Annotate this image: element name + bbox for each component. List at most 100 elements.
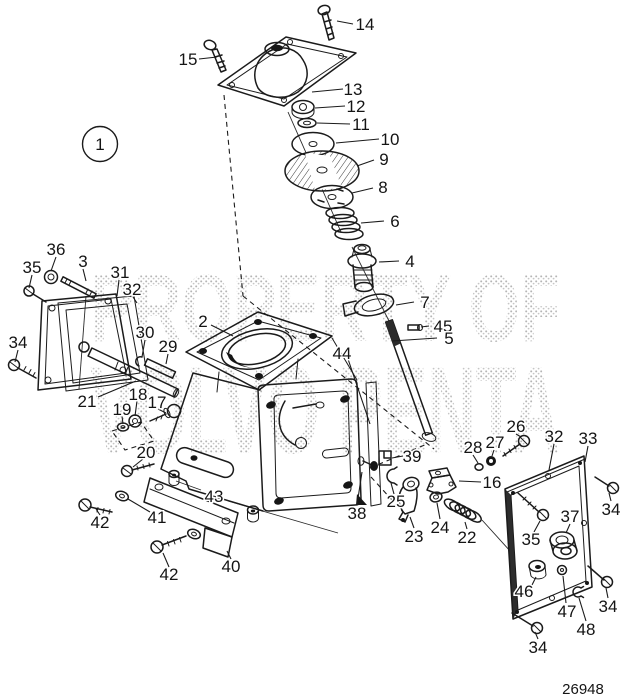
boot-neck xyxy=(264,41,290,57)
damper-9-hole xyxy=(316,166,328,174)
washer-47 xyxy=(556,564,568,576)
leader-line-33-44 xyxy=(584,445,589,463)
spring-22 xyxy=(443,498,482,523)
part-callout-6-8: 6 xyxy=(390,212,399,231)
spring-coil xyxy=(331,220,361,234)
lever-cluster xyxy=(378,434,531,523)
leader-line-19-23 xyxy=(121,415,124,425)
retainer-clip-7 xyxy=(342,293,395,317)
kit-20-outline xyxy=(111,421,155,451)
part-callout-26-42: 26 xyxy=(507,417,526,436)
bolt-26-head xyxy=(517,434,531,448)
leader-line-29-20 xyxy=(165,353,169,365)
leader-line-16-39 xyxy=(458,480,482,483)
leader-line-31-16 xyxy=(116,279,120,297)
inner-slot xyxy=(322,447,349,459)
bolt-14-head xyxy=(317,4,331,16)
dashed-line-lever-b xyxy=(370,476,404,513)
part-callout-20-26: 20 xyxy=(137,443,156,462)
bolt-34t-head xyxy=(606,481,620,495)
leader-line-36-13 xyxy=(50,256,57,272)
leader-line-32-17 xyxy=(132,296,138,304)
leader-line-4-9 xyxy=(378,260,400,263)
plate-dot-3 xyxy=(585,581,589,585)
washer-41b xyxy=(186,528,202,540)
bracket-hole-a xyxy=(154,483,164,491)
part-callout-22-38: 22 xyxy=(458,528,477,547)
bolt-34l-threads xyxy=(23,366,36,377)
part-callout-42-27: 42 xyxy=(91,513,110,532)
locknut-12-hole xyxy=(299,103,307,111)
screw-35-slot xyxy=(24,287,34,295)
damper-9-highlight xyxy=(305,153,342,190)
bushing-top-hole xyxy=(357,245,367,251)
leader-line-8-7 xyxy=(351,187,374,194)
frame-hole-4 xyxy=(274,497,284,505)
cover-hole-2 xyxy=(287,39,293,45)
frame-hole-3 xyxy=(343,481,353,489)
spacer-43a-hole xyxy=(172,473,176,477)
part-callout-28-40: 28 xyxy=(464,438,483,457)
clip-48 xyxy=(572,585,585,599)
screw-42a-slot xyxy=(80,500,90,510)
nut-18-hole xyxy=(132,418,138,424)
leader-line-41-28 xyxy=(127,498,151,513)
part-callout-7-10: 7 xyxy=(420,293,429,312)
leader-line-48-51 xyxy=(578,597,587,622)
bolt-26-shaft xyxy=(502,443,521,457)
leader-line-13-2 xyxy=(311,88,344,93)
leader-line-32-43 xyxy=(548,443,555,471)
bolt-34l-head xyxy=(7,358,21,372)
inner-lever-hole xyxy=(315,401,325,409)
leader-line-23-36 xyxy=(409,516,415,529)
housing-2 xyxy=(160,311,362,512)
leader-line-7-10 xyxy=(395,301,415,306)
leader-line-14-0 xyxy=(336,20,354,25)
part-callout-43-31: 43 xyxy=(205,487,224,506)
bolt-35r-threads xyxy=(522,496,537,510)
washer-11 xyxy=(297,117,317,129)
bottom-bracket-group xyxy=(78,469,260,558)
leader-line-35-15 xyxy=(28,274,33,289)
bolt-17-threads xyxy=(155,414,163,422)
screw-42b-head xyxy=(150,540,164,554)
part-callout-32-17: 32 xyxy=(123,280,142,299)
bushing-4 xyxy=(347,243,377,293)
part-callout-25-35: 25 xyxy=(387,492,406,511)
leader-line-34-45 xyxy=(608,492,612,502)
flange-outer xyxy=(185,311,333,391)
part-callout-14-0: 14 xyxy=(356,15,375,34)
bolt-14-shaft xyxy=(321,11,335,41)
damper-stack xyxy=(284,99,360,210)
leader-line-9-6 xyxy=(356,159,375,167)
bolt-26-slot xyxy=(519,436,529,446)
leader-line-10-5 xyxy=(335,138,380,144)
spacer-43a-body xyxy=(168,473,180,486)
leader-line-47-49 xyxy=(562,575,567,604)
stud-3 xyxy=(60,276,97,299)
plate-hole-4 xyxy=(44,376,52,384)
leader-line-39-34 xyxy=(391,455,404,459)
plate-33-outer xyxy=(504,455,593,620)
plate-8-slots xyxy=(317,188,345,205)
part-callout-8-7: 8 xyxy=(378,178,387,197)
bushing-bottom xyxy=(354,281,374,293)
plate-hole-2 xyxy=(104,297,112,305)
leader-line-42-29 xyxy=(162,552,170,568)
clip-25 xyxy=(386,466,398,486)
leader-line-24-37 xyxy=(436,502,441,520)
leader-line-28-40 xyxy=(472,454,479,464)
part-callout-31-16: 31 xyxy=(111,263,130,282)
stud-3-threads xyxy=(64,278,93,296)
bolt-17-head xyxy=(166,403,182,419)
lever-23-boss xyxy=(402,476,420,492)
cover-hole-3 xyxy=(338,53,344,59)
part-callout-13-2: 13 xyxy=(344,80,363,99)
spring-coil xyxy=(328,213,358,227)
part-callout-5-12: 5 xyxy=(444,329,453,348)
part-callout-46-48: 46 xyxy=(515,582,534,601)
leader-line-15-1 xyxy=(198,56,218,60)
